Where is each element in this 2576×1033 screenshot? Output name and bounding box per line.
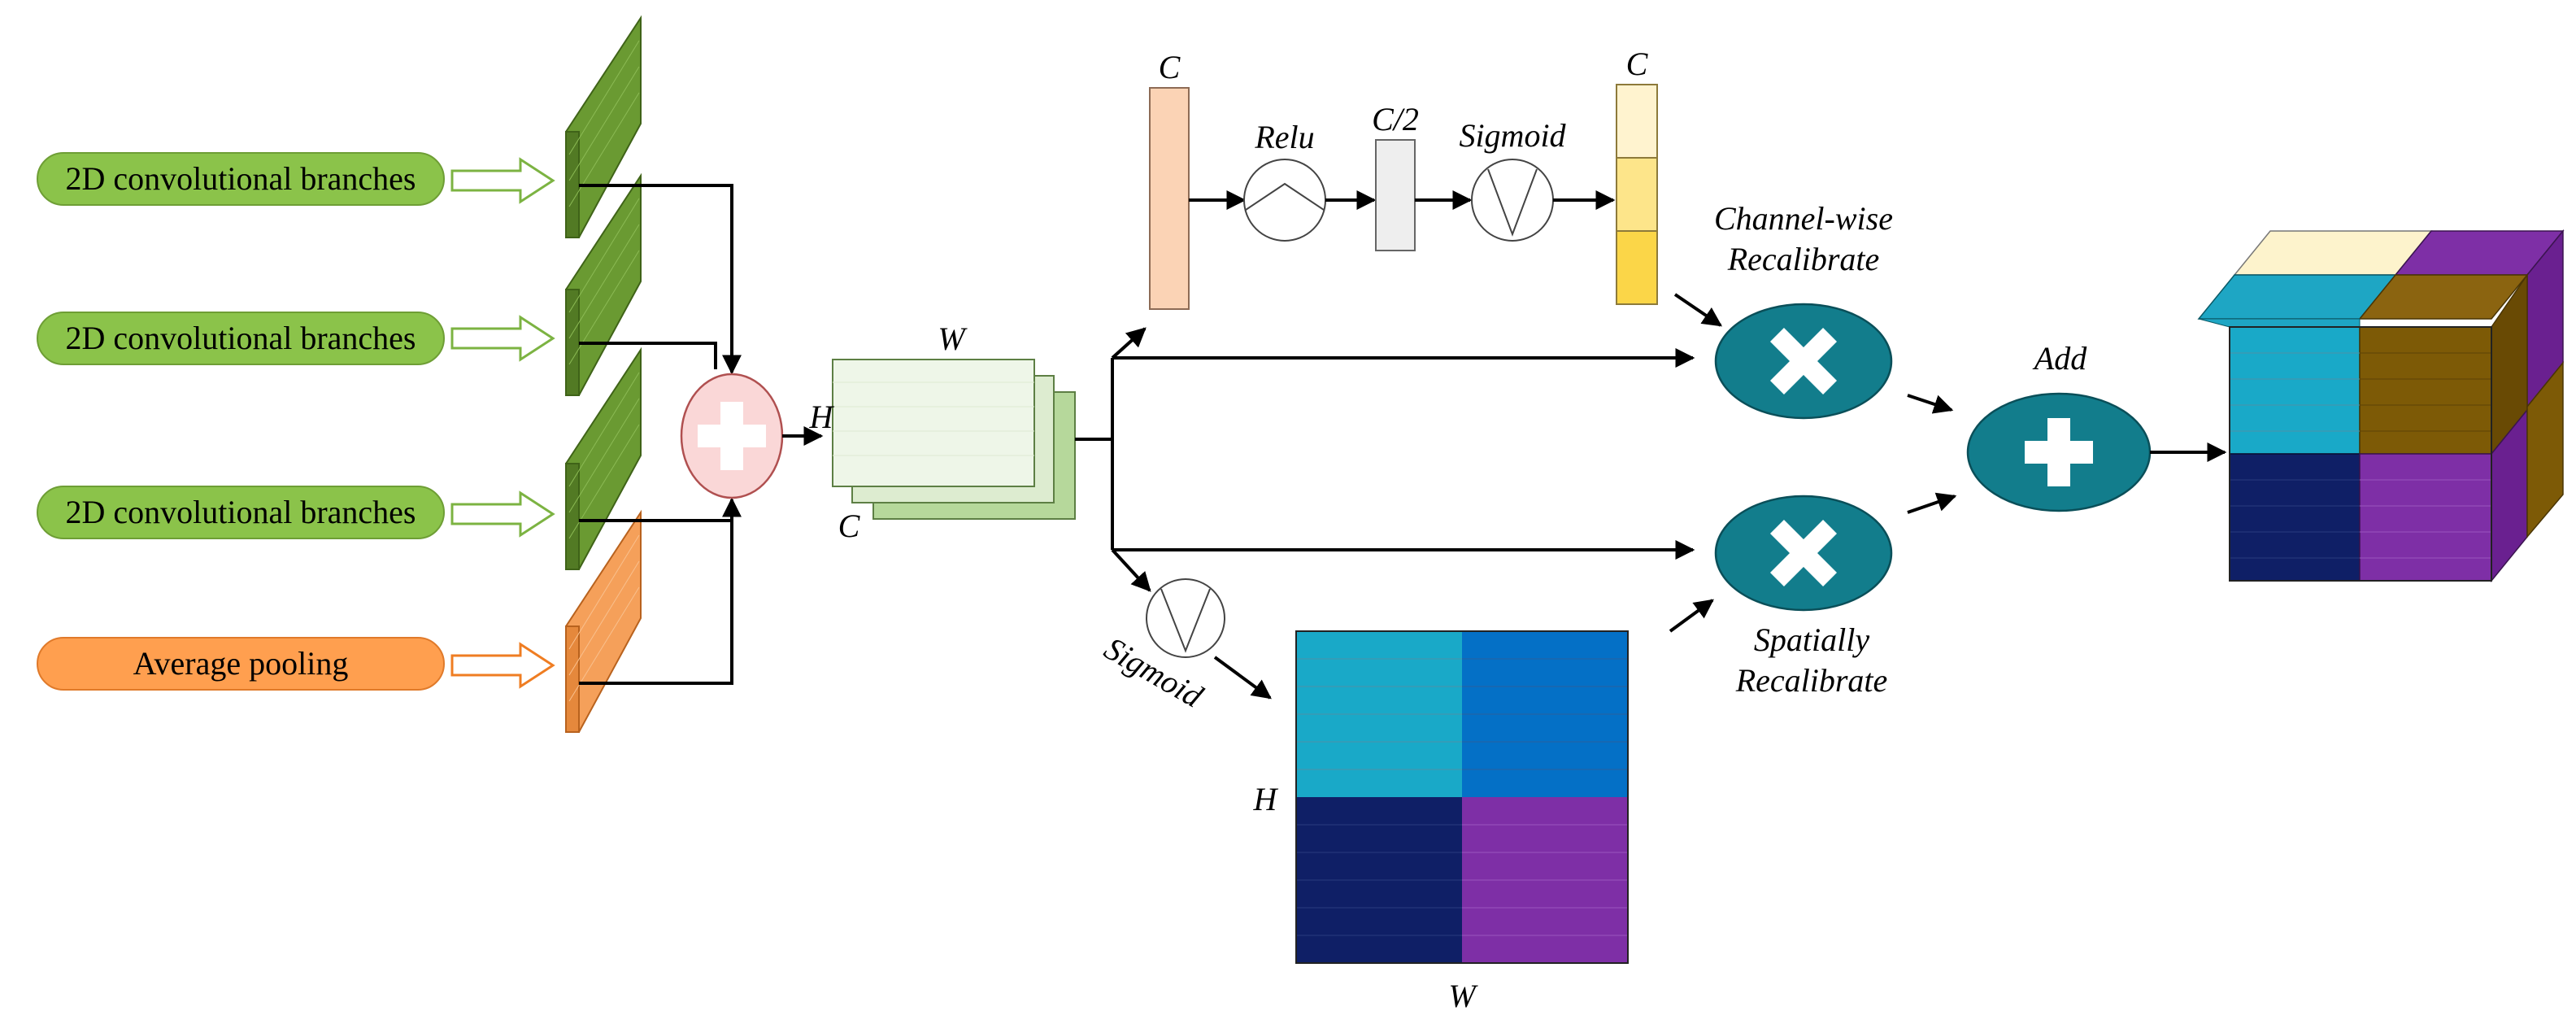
feature-map-stack (832, 359, 1076, 520)
channel-weight-vector (1616, 84, 1658, 305)
add-label: Add (2032, 340, 2087, 377)
relu-node (1243, 159, 1326, 242)
sigmoid-to-spatial-map-arrow (1213, 656, 1272, 700)
channel-sigmoid-label: Sigmoid (1459, 117, 1566, 154)
input-pill-1: 2D convolutional branches (37, 152, 445, 206)
channel-recal-line1: Channel-wise (1714, 200, 1893, 237)
spatial-sigmoid-node (1146, 578, 1225, 658)
input-pill-3-label: 2D convolutional branches (66, 494, 416, 530)
channel-sigmoid-node (1471, 159, 1554, 242)
hollow-arrow-1 (450, 157, 555, 204)
spatial-recal-line2: Recalibrate (1735, 662, 1888, 699)
output-cube (2197, 229, 2565, 583)
channel-c-in-label: C (1159, 49, 1181, 85)
input-pill-4-label: Average pooling (133, 645, 349, 682)
input-pill-2: 2D convolutional branches (37, 312, 445, 365)
spatial-to-multiply-arrow (1669, 599, 1714, 633)
conv-feature-slab-2 (565, 172, 642, 396)
input-pill-4: Average pooling (37, 637, 445, 691)
channel-mult-to-add-arrow (1907, 394, 1954, 414)
spatial-h-label: H (1253, 781, 1279, 817)
slab-to-sum-connectors (579, 184, 742, 685)
hollow-arrow-3 (450, 490, 555, 538)
spatial-mult-to-add-arrow (1907, 492, 1957, 514)
channel-c-half-label: C/2 (1372, 101, 1419, 137)
spatial-w-label: W (1448, 978, 1478, 1014)
conv-feature-slab-3 (565, 347, 642, 570)
feature-h-label: H (809, 399, 835, 435)
channel-c-out-label: C (1626, 46, 1649, 82)
hollow-arrow-2 (450, 315, 555, 362)
sum-node (680, 373, 784, 499)
input-pill-1-label: 2D convolutional branches (66, 160, 416, 197)
feature-c-label: C (838, 508, 861, 544)
input-pill-3: 2D convolutional branches (37, 486, 445, 539)
weights-to-multiply-arrow (1673, 293, 1722, 327)
conv-feature-slab-1 (565, 15, 642, 238)
spatial-recal-line1: Spatially (1754, 621, 1869, 658)
spatial-attention-map (1295, 630, 1629, 964)
channel-recal-line2: Recalibrate (1727, 241, 1880, 277)
feature-branch-wires (1075, 327, 1695, 592)
hollow-arrow-4 (450, 642, 555, 689)
channel-multiply-node (1714, 303, 1893, 420)
spatial-multiply-node (1714, 495, 1893, 612)
relu-label: Relu (1254, 119, 1314, 155)
add-node (1966, 392, 2152, 512)
channel-vector-c (1149, 87, 1190, 310)
channel-vector-c-half (1375, 139, 1416, 251)
feature-w-label: W (938, 320, 968, 357)
pool-feature-slab (565, 509, 642, 733)
input-pill-2-label: 2D convolutional branches (66, 320, 416, 356)
